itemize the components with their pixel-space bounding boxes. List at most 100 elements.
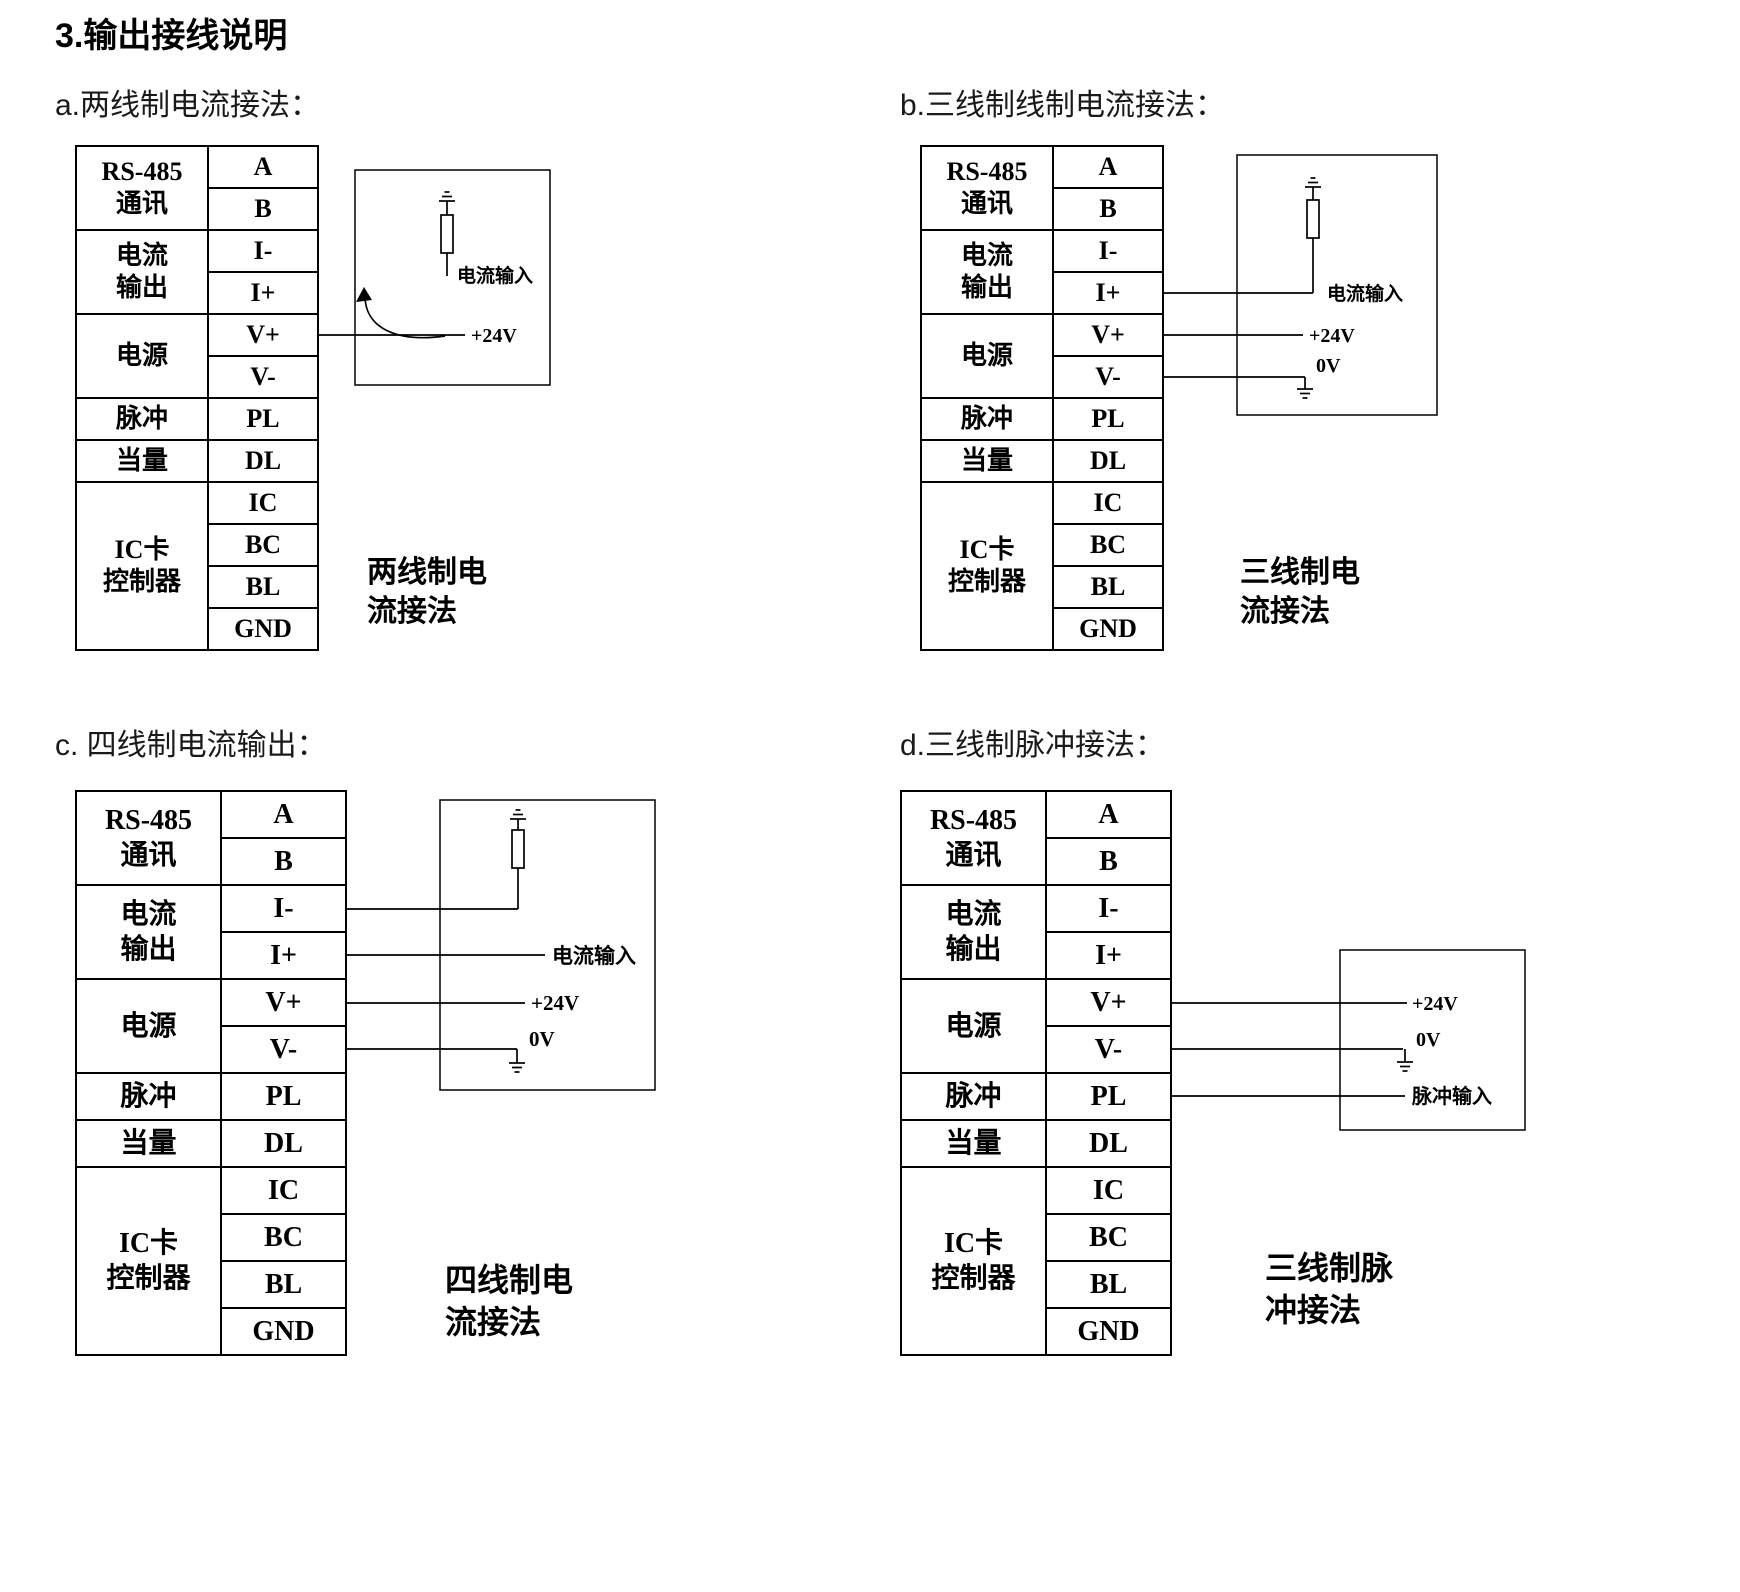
ground-icon (1305, 177, 1321, 200)
terminal-V-plus: V+ (1045, 978, 1172, 1027)
terminal-V-minus: V- (1045, 1025, 1172, 1074)
panel-b-heading: b.三线制线制电流接法： (900, 89, 1226, 122)
terminal-PL: PL (1045, 1072, 1172, 1121)
group-power: 电源 (75, 313, 209, 399)
diagram-caption: 三线制脉 冲接法 (1265, 1248, 1393, 1331)
i-minus-wire (347, 868, 519, 910)
group-label: 电流 (960, 240, 1013, 270)
caption-line: 四线制电 (445, 1262, 574, 1298)
group-label: IC卡 (114, 534, 170, 564)
terminal-A: A (1045, 790, 1172, 839)
caption-line: 三线制电 (1240, 556, 1360, 589)
caption-line: 流接法 (445, 1303, 542, 1340)
resistor-icon (440, 214, 454, 254)
group-label: 电流 (945, 899, 1002, 930)
resistor-icon (1306, 199, 1320, 239)
pulse-input-label: 脉冲输入 (1411, 1084, 1492, 1108)
group-label: 通讯 (120, 840, 177, 871)
terminal-IC: IC (1045, 1166, 1172, 1215)
group-label: 电源 (960, 340, 1013, 370)
group-label: 当量 (945, 1128, 1002, 1159)
terminal-DL: DL (1045, 1119, 1172, 1168)
terminal-B: B (207, 187, 319, 231)
group-ic-card: IC卡 控制器 (75, 1166, 222, 1356)
group-label: 输出 (120, 934, 177, 965)
panel-d-heading: d.三线制脉冲接法： (900, 729, 1166, 762)
resistor-icon (511, 829, 525, 869)
group-label: 脉冲 (115, 403, 168, 433)
terminal-A: A (1052, 145, 1164, 189)
caption-line: 流接法 (367, 595, 457, 628)
group-label: RS-485 (929, 805, 1018, 836)
group-current-output: 电流 输出 (75, 884, 222, 980)
terminal-IC: IC (220, 1166, 347, 1215)
caption-line: 冲接法 (1265, 1291, 1362, 1328)
group-label: 控制器 (931, 1263, 1016, 1294)
current-input-label: 电流输入 (457, 264, 533, 287)
group-current-output: 电流 输出 (75, 229, 209, 315)
panel-c-heading: c. 四线制电流输出： (55, 729, 327, 762)
group-label: 当量 (115, 445, 168, 475)
terminal-I-plus: I+ (1052, 271, 1164, 315)
group-power: 电源 (920, 313, 1054, 399)
terminal-V-plus: V+ (220, 978, 347, 1027)
terminal-table: RS-485 通讯 A B 电流 输出 I- I+ 电源 V+ V- (920, 145, 1164, 651)
group-label: 控制器 (106, 1263, 191, 1294)
group-label: 脉冲 (945, 1081, 1002, 1112)
group-label: 控制器 (947, 567, 1026, 596)
current-input-label: 电流输入 (552, 944, 636, 968)
terminal-BC: BC (1052, 523, 1164, 567)
terminal-I-plus: I+ (220, 931, 347, 980)
group-rs485: RS-485 通讯 (920, 145, 1054, 231)
group-ic-card: IC卡 控制器 (75, 481, 209, 651)
terminal-BL: BL (1052, 565, 1164, 609)
group-label: 当量 (120, 1128, 177, 1159)
group-label: 通讯 (960, 189, 1013, 218)
group-label: 当量 (960, 445, 1013, 475)
caption-line: 三线制脉 (1265, 1250, 1394, 1286)
group-label: 输出 (960, 273, 1013, 302)
group-label: 电源 (120, 1010, 177, 1042)
caption-line: 两线制电 (367, 556, 487, 589)
page-title: 3.输出接线说明 (55, 17, 288, 55)
current-input-label: 电流输入 (1327, 282, 1403, 305)
terminal-I-minus: I- (1045, 884, 1172, 933)
terminal-V-plus: V+ (1052, 313, 1164, 357)
v24-label: +24V (1309, 325, 1355, 347)
group-pulse: 脉冲 (900, 1072, 1047, 1121)
terminal-V-minus: V- (1052, 355, 1164, 399)
group-label: 通讯 (115, 189, 168, 218)
panel-d: d.三线制脉冲接法： RS-485 通讯 A B 电流 输出 I- I+ (895, 715, 1740, 1445)
terminal-BL: BL (220, 1260, 347, 1309)
terminal-I-plus: I+ (207, 271, 319, 315)
terminal-GND: GND (1045, 1307, 1172, 1356)
terminal-B: B (220, 837, 347, 886)
group-label: IC卡 (959, 534, 1015, 564)
terminal-table: RS-485 通讯 A B 电流 输出 I- I+ 电源 V+ V- (900, 790, 1172, 1356)
group-ic-card: IC卡 控制器 (920, 481, 1054, 651)
caption-line: 流接法 (1240, 595, 1330, 628)
terminal-A: A (207, 145, 319, 189)
group-label: 输出 (115, 273, 168, 302)
group-label: 脉冲 (960, 403, 1013, 433)
terminal-BC: BC (1045, 1213, 1172, 1262)
group-pulse: 脉冲 (920, 397, 1054, 441)
v0-label: 0V (1316, 355, 1341, 377)
group-label: 输出 (945, 934, 1002, 965)
terminal-PL: PL (1052, 397, 1164, 441)
terminal-V-plus: V+ (207, 313, 319, 357)
diagram-caption: 四线制电 流接法 (445, 1260, 573, 1343)
terminal-B: B (1045, 837, 1172, 886)
terminal-PL: PL (220, 1072, 347, 1121)
group-label: RS-485 (104, 805, 193, 836)
terminal-A: A (220, 790, 347, 839)
terminal-BC: BC (207, 523, 319, 567)
terminal-B: B (1052, 187, 1164, 231)
group-equivalent: 当量 (75, 439, 209, 483)
diagram-caption: 两线制电 流接法 (367, 553, 487, 631)
group-current-output: 电流 输出 (900, 884, 1047, 980)
terminal-I-plus: I+ (1045, 931, 1172, 980)
wiring-box (1339, 949, 1526, 1131)
terminal-GND: GND (1052, 607, 1164, 651)
